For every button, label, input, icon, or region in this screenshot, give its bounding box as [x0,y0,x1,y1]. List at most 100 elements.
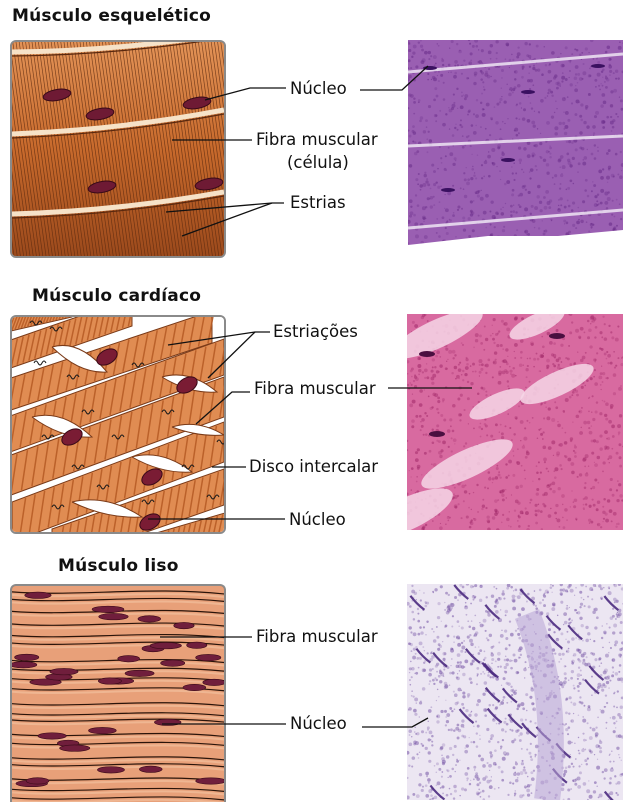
stain-speck [443,668,445,670]
stain-speck [590,316,594,320]
stain-speck [565,455,568,458]
stain-speck [528,752,531,755]
stain-speck [455,124,456,125]
stain-speck [607,675,610,678]
stain-speck [451,658,453,660]
stain-speck [443,82,445,84]
stain-speck [567,96,569,98]
stain-speck [429,450,432,453]
stain-speck [424,601,426,603]
stain-speck [568,140,571,143]
stain-speck [509,659,512,662]
stain-speck [412,125,415,128]
stain-speck [500,701,504,705]
stain-speck [455,378,457,380]
stain-speck [561,76,565,80]
label-skeletal-cell: (célula) [287,153,349,173]
smooth-muscle-title: Músculo liso [58,556,179,576]
stain-speck [585,47,588,50]
stain-speck [602,771,604,773]
stain-speck [495,359,497,361]
stain-speck [579,591,582,594]
stain-speck [413,380,415,382]
stain-speck [531,343,534,346]
stain-speck [517,52,521,56]
stain-speck [467,636,470,639]
stain-speck [504,659,507,662]
stain-speck [422,786,424,788]
stain-speck [483,89,485,91]
stain-speck [438,45,440,47]
stain-speck [457,661,459,663]
stain-speck [606,681,609,684]
stain-speck [470,382,473,385]
stain-speck [563,411,565,413]
stain-speck [596,766,600,770]
stain-speck [502,699,504,701]
stain-speck [419,641,423,645]
stain-speck [421,49,424,52]
stain-speck [436,700,437,701]
stain-speck [615,153,618,156]
stain-speck [439,201,441,203]
stain-speck [493,360,497,364]
stain-speck [411,419,415,423]
stain-speck [530,213,532,215]
stain-speck [516,461,520,465]
stain-speck [431,370,434,373]
stain-speck [424,605,427,608]
stain-speck [606,358,608,360]
stain-speck [581,624,584,627]
stain-speck [562,165,566,169]
stain-speck [410,206,412,208]
stain-speck [583,659,586,662]
stain-speck [463,735,466,738]
stain-speck [480,791,481,792]
stain-speck [560,183,562,185]
stain-speck [507,413,508,414]
stain-speck [421,425,424,428]
stain-speck [613,175,615,177]
stain-speck [558,444,560,446]
stain-speck [472,627,475,630]
stain-speck [502,121,504,123]
stain-speck [510,211,512,213]
stain-speck [509,366,511,368]
stain-speck [492,338,495,341]
stain-speck [461,642,463,644]
stain-speck [457,688,461,692]
stain-speck [576,415,580,419]
stain-speck [569,164,572,167]
stain-speck [492,325,493,326]
stain-speck [445,227,447,229]
stain-speck [605,519,609,523]
stain-speck [499,597,502,600]
stain-speck [558,653,561,656]
stain-speck [497,652,501,656]
stain-speck [548,622,551,625]
stain-speck [479,649,482,652]
stain-speck [516,229,518,231]
stain-speck [573,781,574,782]
stain-speck [571,763,573,765]
stain-speck [537,437,539,439]
stain-speck [438,643,441,646]
skeletal-muscle-illustration [10,40,226,258]
stain-speck [515,211,517,213]
smooth-micrograph [407,584,623,800]
stain-speck [486,103,490,107]
stain-speck [505,489,507,491]
stain-speck [602,381,604,383]
stain-speck [491,118,493,120]
stain-speck [425,747,428,750]
stain-speck [581,52,583,54]
stain-speck [412,394,413,395]
stain-speck [498,381,502,385]
stain-speck [526,789,530,793]
stain-speck [609,626,611,628]
stain-speck [548,206,551,209]
stain-speck [484,651,486,653]
stain-speck [607,182,608,183]
stain-speck [473,131,477,135]
stain-speck [539,112,540,113]
